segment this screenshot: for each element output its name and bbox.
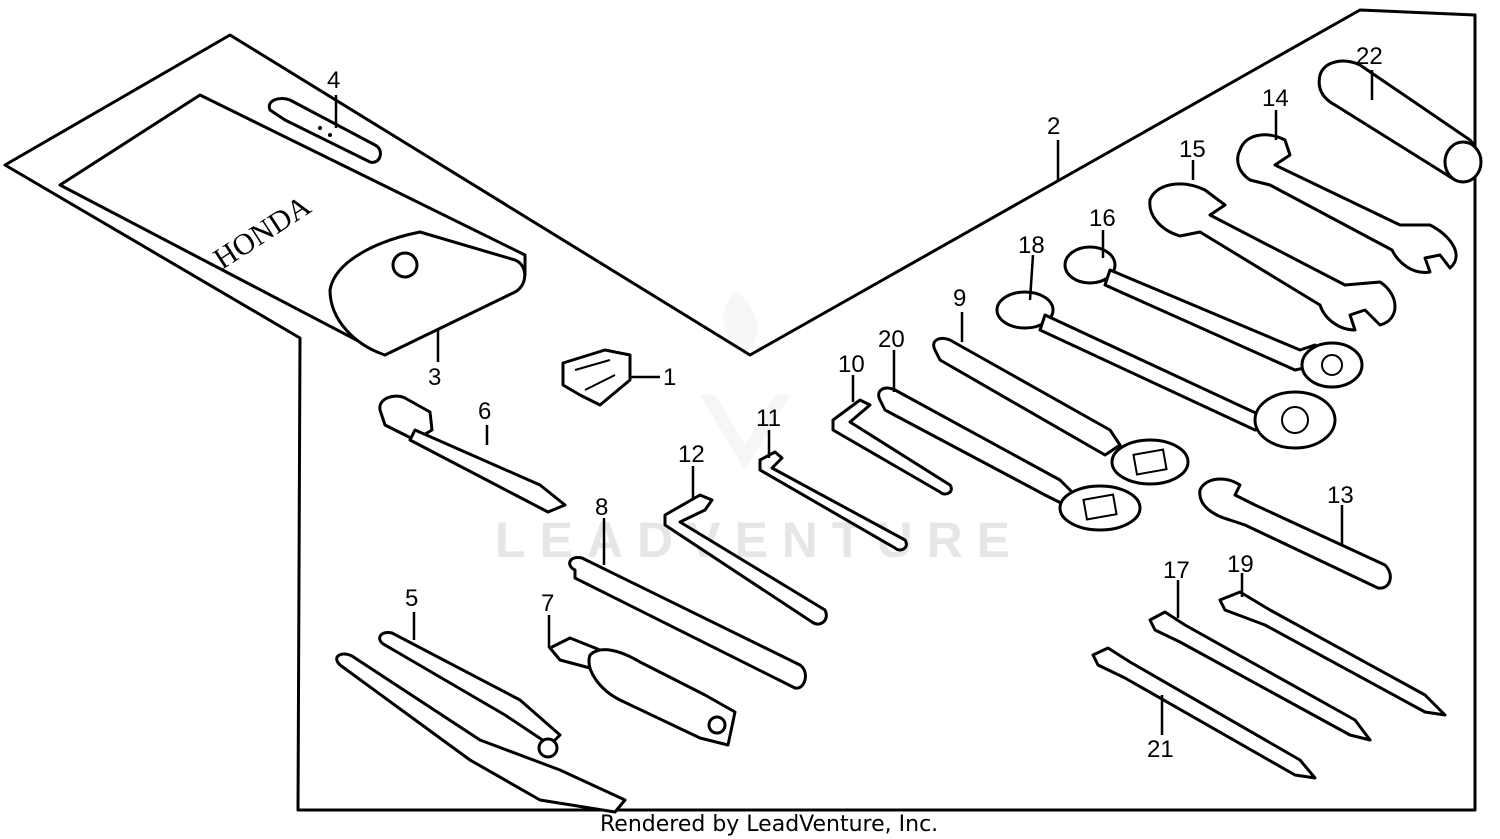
part-number-5: 5 — [405, 585, 418, 612]
name-plate — [267, 96, 382, 164]
hex-wrench-small — [758, 450, 908, 552]
part-number-16: 16 — [1089, 205, 1116, 232]
open-end-wrench-13 — [1198, 477, 1392, 590]
part-number-21: 21 — [1147, 736, 1174, 763]
part-number-2: 2 — [1047, 113, 1060, 140]
leader-lines — [334, 70, 1374, 735]
watermark-logo — [700, 290, 790, 470]
ring-wrench-16 — [1063, 245, 1364, 389]
part-number-10: 10 — [838, 351, 865, 378]
box-end-wrench-9 — [932, 336, 1122, 457]
rendered-by-footer: Rendered by LeadVenture, Inc. — [600, 812, 938, 837]
screwdriver-21 — [1091, 646, 1317, 780]
part-number-8: 8 — [595, 494, 608, 521]
tool-bag-outline — [3, 8, 1477, 812]
box-end-wrench-20 — [877, 386, 1077, 507]
part-number-7: 7 — [541, 590, 554, 617]
hex-wrench-medium — [831, 398, 953, 496]
part-number-17: 17 — [1163, 557, 1190, 584]
honda-pouch: HONDA — [58, 93, 527, 357]
part-number-15: 15 — [1179, 136, 1206, 163]
spark-plug-wrench — [548, 636, 737, 747]
part-number-13: 13 — [1327, 482, 1354, 509]
box-end-ring-20 — [1058, 484, 1142, 532]
open-end-wrench-15 — [1148, 182, 1397, 332]
box-end-ring-9 — [1110, 438, 1190, 486]
part-number-14: 14 — [1262, 85, 1289, 112]
handle-bar — [568, 555, 807, 690]
socket-wrench — [378, 394, 567, 514]
ring-wrench-18 — [995, 290, 1337, 450]
part-number-18: 18 — [1018, 232, 1045, 259]
part-number-12: 12 — [678, 441, 705, 468]
open-end-wrench-14 — [1236, 133, 1458, 274]
clip — [561, 348, 632, 407]
part-number-4: 4 — [327, 67, 340, 94]
part-number-1: 1 — [663, 364, 676, 391]
screwdriver-17 — [1148, 610, 1372, 742]
part-number-6: 6 — [478, 398, 491, 425]
screwdriver-19 — [1218, 590, 1447, 717]
extension-bar — [1317, 59, 1483, 184]
part-number-20: 20 — [878, 326, 905, 353]
part-number-9: 9 — [953, 285, 966, 312]
part-number-11: 11 — [756, 405, 781, 432]
part-number-22: 22 — [1356, 43, 1383, 70]
part-number-19: 19 — [1227, 551, 1254, 578]
part-number-3: 3 — [428, 364, 441, 391]
hex-wrench-large — [663, 493, 828, 626]
pliers — [335, 630, 627, 814]
